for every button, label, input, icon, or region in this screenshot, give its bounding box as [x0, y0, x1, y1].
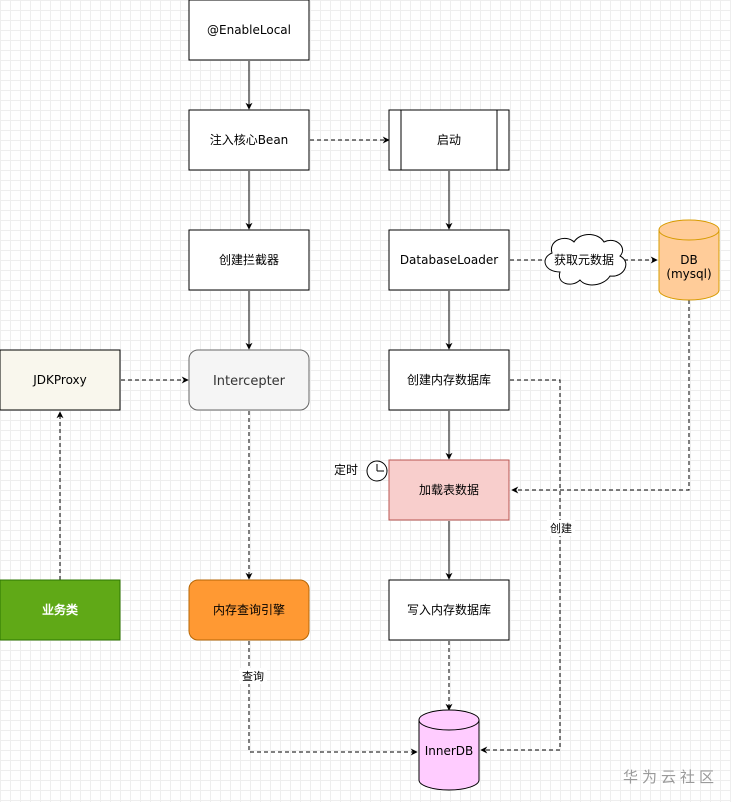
- watermark: 华为云社区: [623, 768, 718, 786]
- node-database-loader[interactable]: DatabaseLoader: [388, 229, 510, 291]
- node-create-memory-db[interactable]: 创建内存数据库: [388, 349, 510, 411]
- node-intercepter-label: Intercepter: [213, 374, 286, 389]
- create-label: 创建: [550, 521, 572, 535]
- node-db-mysql[interactable]: DB (mysql): [658, 219, 720, 301]
- node-inner-db-label: InnerDB: [425, 744, 474, 758]
- timer-annotation: 定时: [334, 460, 388, 482]
- node-business-class-label: 业务类: [42, 602, 79, 617]
- edges: [56, 61, 690, 756]
- node-startup[interactable]: 启动: [388, 109, 510, 171]
- edge-engine-to-innerdb: [248, 641, 418, 756]
- edge-create-memdb-to-innerdb: [480, 379, 561, 754]
- node-business-class[interactable]: 业务类: [0, 579, 121, 641]
- node-database-loader-label: DatabaseLoader: [400, 253, 498, 267]
- node-memory-query-engine-label: 内存查询引擎: [213, 602, 285, 617]
- node-jdk-proxy-label: JDKProxy: [32, 373, 87, 387]
- timer-label: 定时: [334, 462, 358, 477]
- node-write-memory-db[interactable]: 写入内存数据库: [388, 579, 510, 641]
- query-label-bg: [239, 668, 267, 684]
- node-create-interceptor-label: 创建拦截器: [219, 253, 279, 267]
- query-label: 查询: [242, 669, 264, 683]
- node-create-memory-db-label: 创建内存数据库: [407, 372, 491, 387]
- edge-db-to-load: [511, 300, 690, 494]
- node-enable-local[interactable]: @EnableLocal: [188, 0, 310, 61]
- node-create-interceptor[interactable]: 创建拦截器: [188, 229, 310, 291]
- node-fetch-metadata-cloud[interactable]: 获取元数据: [544, 234, 627, 286]
- clock-icon: [366, 460, 388, 482]
- node-inject-bean-label: 注入核心Bean: [210, 132, 289, 147]
- node-write-memory-db-label: 写入内存数据库: [407, 602, 491, 617]
- create-label-bg: [547, 520, 575, 536]
- node-db-label-line2: (mysql): [666, 267, 711, 281]
- node-fetch-metadata-label: 获取元数据: [554, 252, 614, 267]
- node-inner-db[interactable]: InnerDB: [418, 709, 480, 791]
- node-intercepter[interactable]: Intercepter: [188, 349, 310, 411]
- node-load-table-data[interactable]: 加载表数据: [388, 459, 510, 521]
- node-inject-bean[interactable]: 注入核心Bean: [188, 109, 310, 171]
- node-enable-local-label: @EnableLocal: [207, 23, 291, 37]
- node-jdk-proxy[interactable]: JDKProxy: [0, 349, 121, 411]
- node-startup-label: 启动: [437, 133, 461, 147]
- node-memory-query-engine[interactable]: 内存查询引擎: [188, 579, 310, 641]
- node-db-label-line1: DB: [680, 253, 697, 267]
- node-load-table-data-label: 加载表数据: [419, 482, 479, 497]
